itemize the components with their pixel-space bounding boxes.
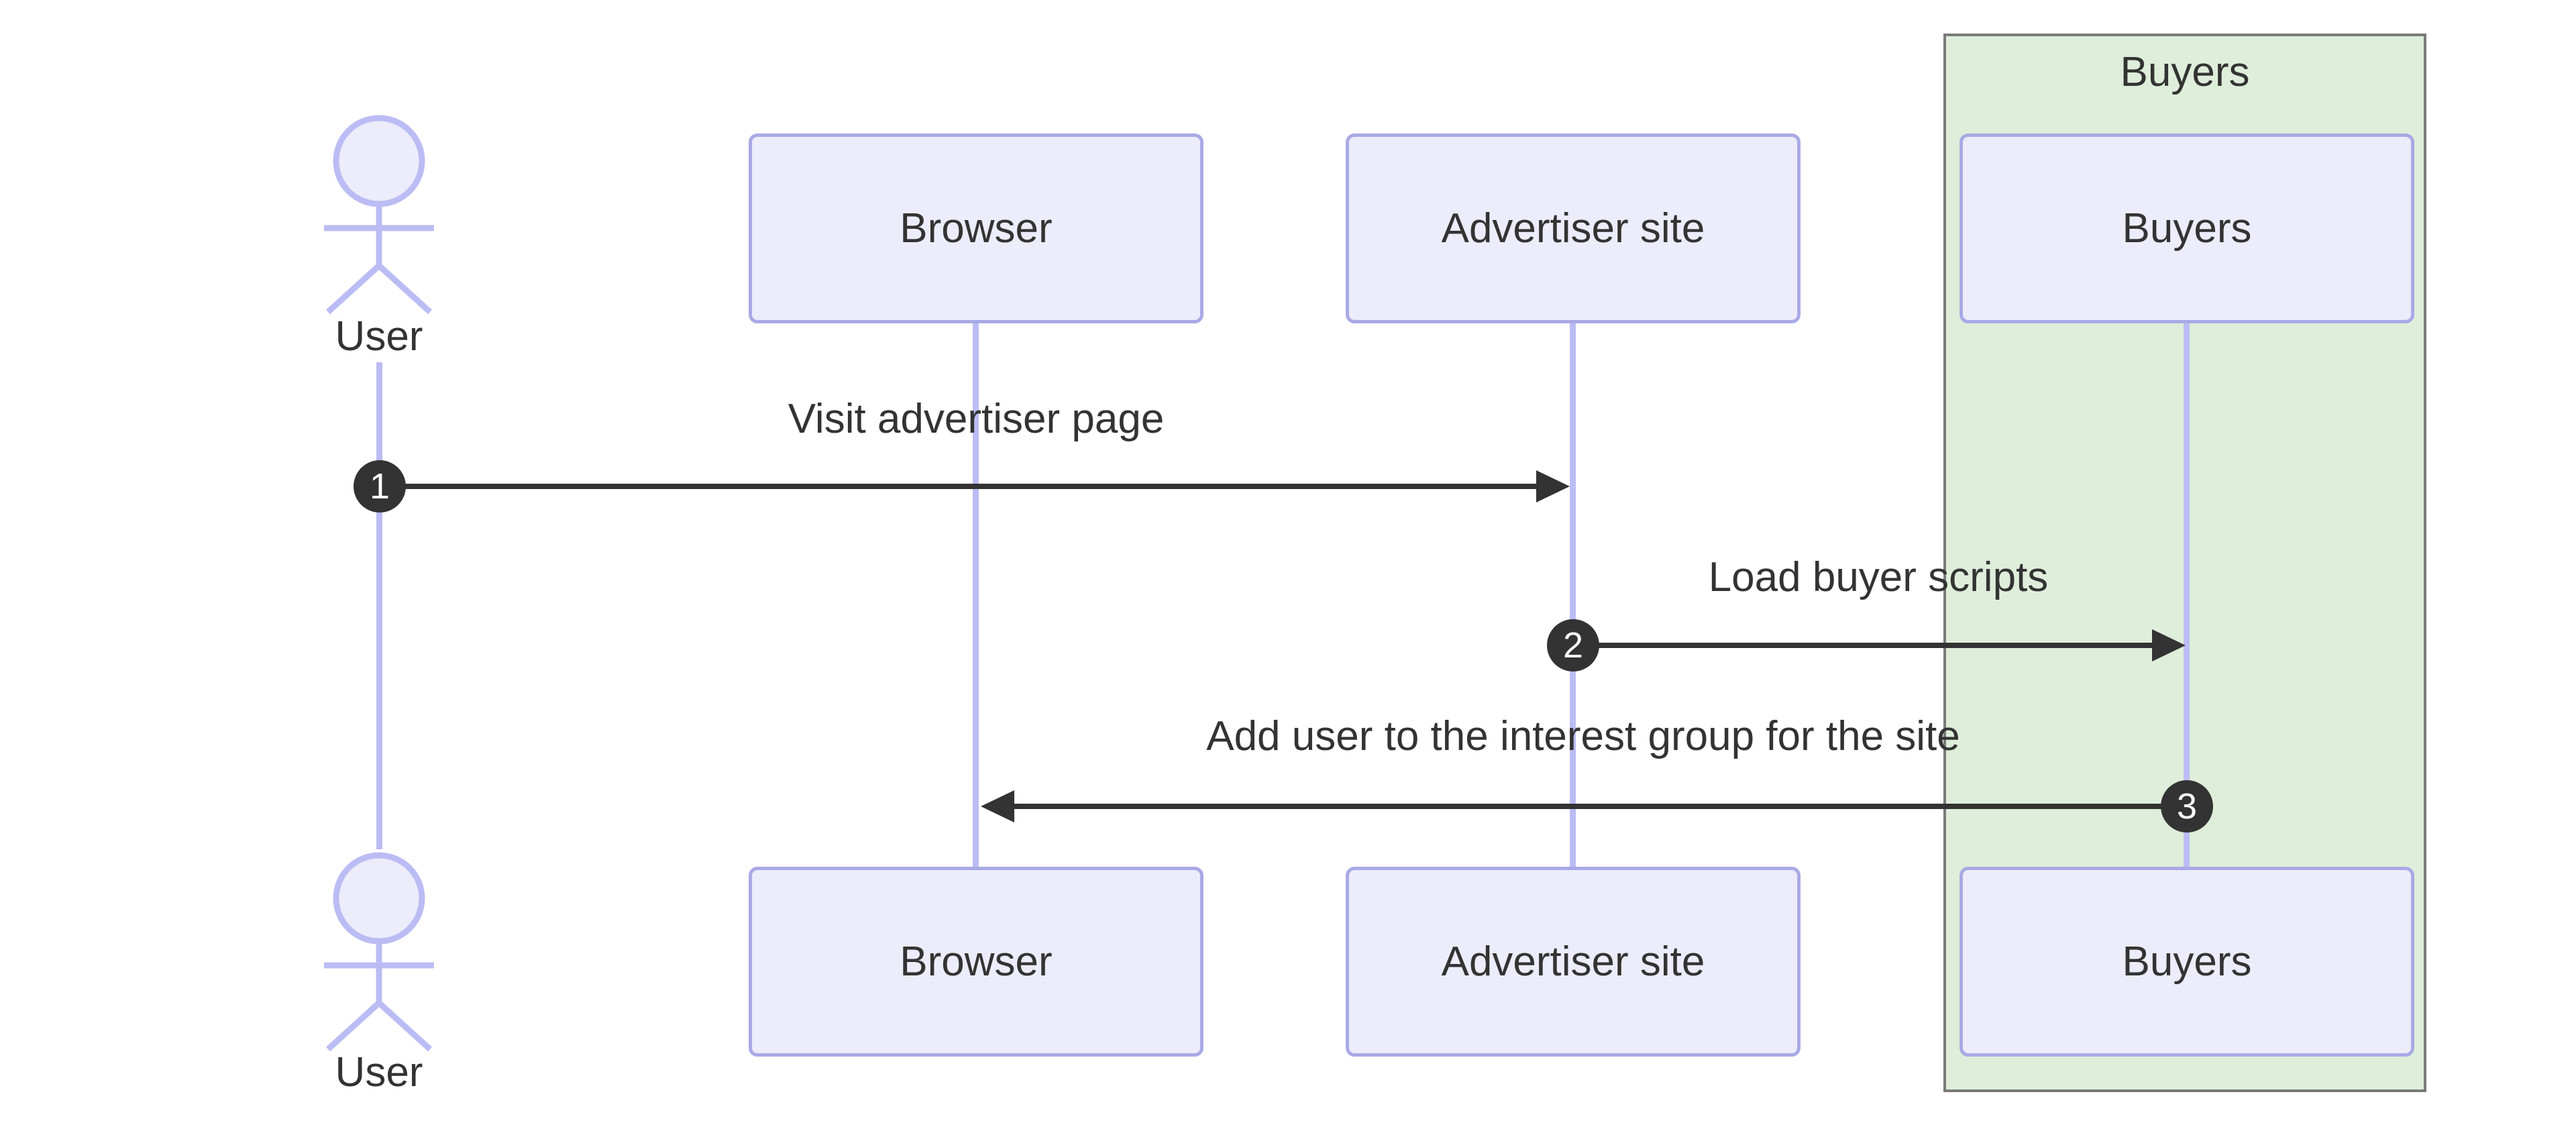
- message-3-number-badge: 3: [2161, 780, 2213, 833]
- message-2-arrowhead-icon: [2152, 629, 2186, 661]
- message-1-arrowhead-icon: [1536, 470, 1570, 502]
- user-actor-label-bottom: User: [335, 1049, 423, 1095]
- lifeline-browser: [973, 322, 979, 867]
- message-3-arrowhead-icon: [981, 790, 1014, 822]
- buyers-group-title: Buyers: [2120, 49, 2250, 95]
- participant-buyers-top-label: Buyers: [2122, 205, 2252, 252]
- participant-advertiser-top: Advertiser site: [1346, 133, 1801, 323]
- participant-advertiser-bottom-label: Advertiser site: [1441, 939, 1705, 985]
- participant-buyers-bottom: Buyers: [1960, 867, 2414, 1057]
- lifeline-advertiser: [1570, 322, 1576, 867]
- participant-browser-top: Browser: [749, 133, 1203, 323]
- message-2-label: Load buyer scripts: [1708, 554, 2049, 600]
- message-2-arrow-line: [1573, 643, 2152, 648]
- lifeline-user: [376, 362, 382, 849]
- participant-buyers-top: Buyers: [1960, 133, 2414, 323]
- participant-browser-top-label: Browser: [900, 205, 1053, 252]
- message-1-label: Visit advertiser page: [788, 396, 1165, 442]
- lifeline-buyers: [2184, 322, 2190, 867]
- user-actor-icon-top: [324, 115, 434, 315]
- message-3-label: Add user to the interest group for the s…: [1206, 713, 1960, 759]
- participant-buyers-bottom-label: Buyers: [2122, 939, 2252, 985]
- user-actor-icon-bottom: [324, 852, 434, 1052]
- participant-advertiser-bottom: Advertiser site: [1346, 867, 1801, 1057]
- message-3-arrow-line: [1014, 804, 2187, 809]
- message-2-number-badge: 2: [1547, 619, 1599, 672]
- participant-advertiser-top-label: Advertiser site: [1441, 205, 1705, 252]
- participant-browser-bottom: Browser: [749, 867, 1203, 1057]
- participant-browser-bottom-label: Browser: [900, 939, 1053, 985]
- message-1-number-badge: 1: [354, 460, 406, 513]
- message-1-arrow-line: [380, 484, 1536, 489]
- user-actor-label-top: User: [335, 313, 423, 360]
